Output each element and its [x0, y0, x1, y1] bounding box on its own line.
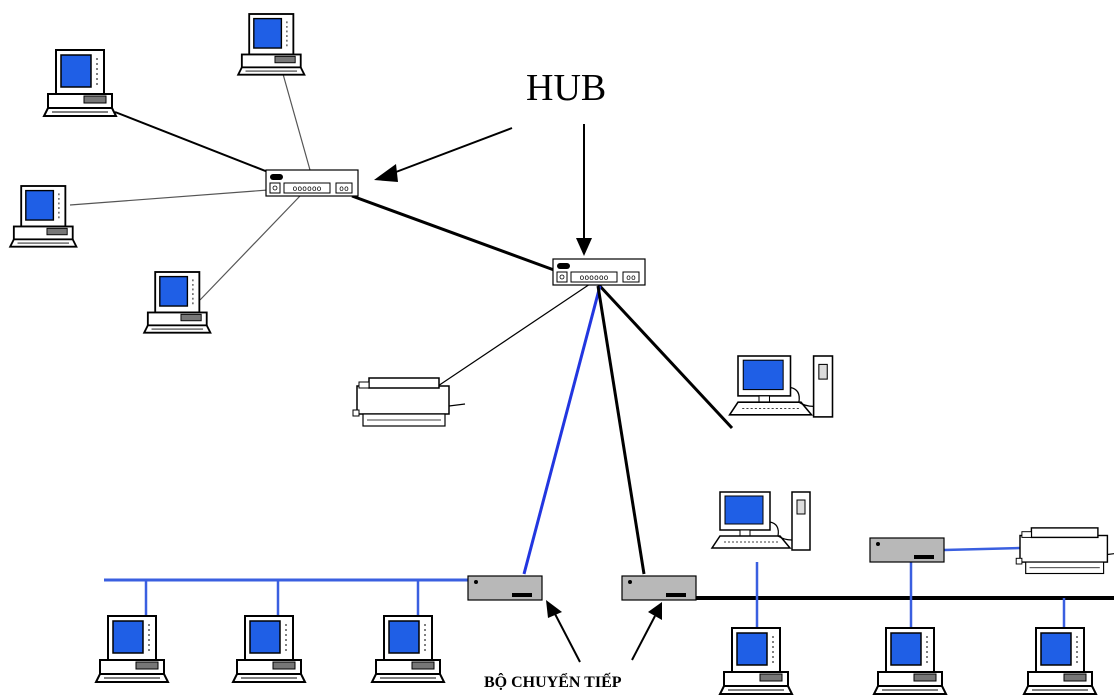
cable-hub2-repeater-right — [596, 285, 646, 575]
cable-hub2-repeater-left — [522, 285, 602, 575]
repeater-label: BỘ CHUYỂN TIẾP — [484, 674, 622, 691]
repeater-icon — [621, 575, 697, 601]
cable-pc2-hub1 — [282, 73, 311, 171]
computer-icon — [95, 615, 169, 683]
cable-pc1-hub1 — [114, 111, 269, 173]
printer-icon — [1015, 527, 1114, 575]
computer-icon — [719, 627, 793, 695]
arrow-repeater-left-head — [546, 600, 562, 618]
cable-hub1-hub2 — [351, 194, 555, 272]
hub-icon — [552, 258, 646, 286]
cable-hub2-workstation — [596, 282, 734, 430]
computer-icon — [143, 271, 212, 334]
computer-icon — [9, 185, 78, 248]
printer-icon — [352, 377, 466, 427]
hub-label: HUB — [526, 67, 607, 109]
arrow-hub-left-head — [374, 164, 398, 182]
workstation-icon — [711, 491, 811, 551]
cable-pc3-hub1 — [69, 189, 269, 206]
arrow-hub-down-head — [576, 238, 592, 256]
cable-pc4-hub1 — [199, 195, 301, 301]
workstation-icon — [728, 355, 834, 418]
cable-repeater3-printer — [943, 546, 1021, 552]
repeater-icon — [869, 537, 945, 563]
computer-icon — [371, 615, 445, 683]
computer-icon — [237, 13, 306, 76]
arrow-repeater-right — [631, 615, 656, 661]
arrow-hub-left — [387, 127, 513, 176]
repeater-icon — [467, 575, 543, 601]
computer-icon — [43, 49, 117, 117]
computer-icon — [873, 627, 947, 695]
computer-icon — [232, 615, 306, 683]
computer-icon — [1023, 627, 1097, 695]
hub-icon — [265, 169, 359, 197]
arrow-repeater-left — [553, 611, 581, 663]
cable-hub2-printer — [431, 283, 591, 391]
arrow-repeater-right-head — [648, 602, 662, 620]
